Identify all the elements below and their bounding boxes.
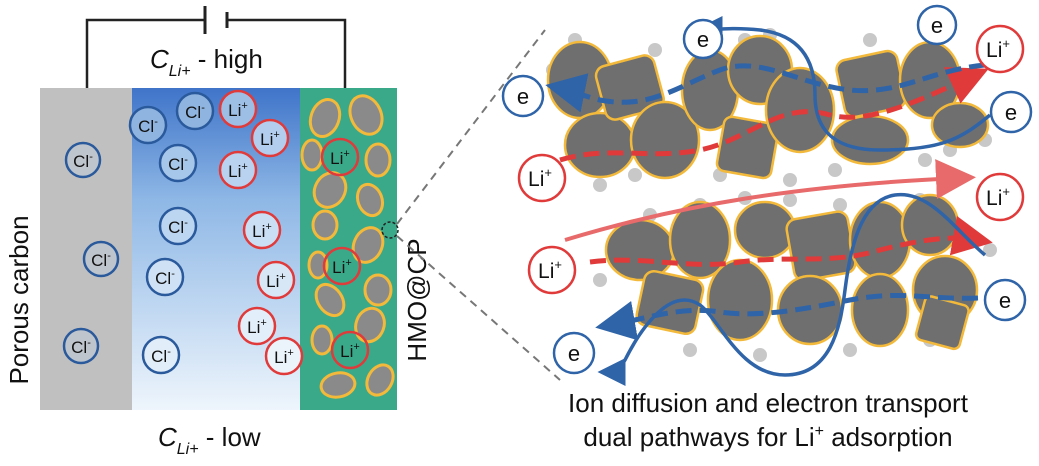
lithium-ion: Li+ xyxy=(322,246,362,286)
electron-label: e xyxy=(552,331,596,375)
lithium-ion: Li+ xyxy=(218,89,258,129)
external-circuit xyxy=(85,6,347,88)
electron-label: e xyxy=(983,278,1027,322)
electron-label: e xyxy=(501,74,545,118)
lithium-label: Li+ xyxy=(517,153,567,203)
svg-text:Cl-: Cl- xyxy=(168,217,188,237)
svg-text:Li+: Li+ xyxy=(260,129,280,149)
svg-text:Li+: Li+ xyxy=(340,341,360,361)
svg-text:Li+: Li+ xyxy=(528,165,552,191)
lithium-ion: Li+ xyxy=(250,118,290,158)
chloride-ion: Cl- xyxy=(141,335,181,375)
lithium-label: Li+ xyxy=(975,24,1025,74)
porous-carbon-label: Porous carbon xyxy=(4,215,34,384)
hmo-particles xyxy=(300,94,395,399)
chloride-ion: Cl- xyxy=(158,143,198,183)
svg-text:Cl-: Cl- xyxy=(73,151,93,171)
electron-label: e xyxy=(682,18,724,60)
svg-text:Li+: Li+ xyxy=(332,257,352,277)
lithium-ion: Li+ xyxy=(320,137,360,177)
svg-text:Cl-: Cl- xyxy=(168,154,188,174)
chloride-ion: Cl- xyxy=(145,257,185,297)
chloride-ion: Cl- xyxy=(175,91,215,131)
lithium-ion: Li+ xyxy=(330,330,370,370)
svg-text:e: e xyxy=(568,341,580,366)
svg-text:Cl-: Cl- xyxy=(185,102,205,122)
zoom-electron-labels: e e e e e e xyxy=(501,4,1033,375)
lithium-ions: Li+ Li+ Li+ Li+ Li+ Li+ Li+ Li+ Li+ Li+ xyxy=(218,89,370,376)
svg-text:Li+: Li+ xyxy=(986,36,1010,62)
chloride-ion: Cl- xyxy=(128,105,168,145)
lithium-ion: Li+ xyxy=(264,336,304,376)
lithium-ion: Li+ xyxy=(242,210,282,250)
svg-text:Li+: Li+ xyxy=(274,347,294,367)
svg-text:Cl-: Cl- xyxy=(138,116,158,136)
ion-diffusion-arrow xyxy=(564,159,976,242)
chloride-ion: Cl- xyxy=(82,240,120,278)
svg-text:Li+: Li+ xyxy=(228,161,248,181)
electron-label: e xyxy=(989,90,1033,134)
svg-text:e: e xyxy=(999,288,1011,313)
caption-line-2: dual pathways for Li+ adsorption xyxy=(583,422,952,452)
svg-text:Li+: Li+ xyxy=(538,257,562,283)
svg-text:Cl-: Cl- xyxy=(151,346,171,366)
zoom-region-marker xyxy=(381,221,399,239)
svg-text:Cl-: Cl- xyxy=(155,268,175,288)
svg-text:Li+: Li+ xyxy=(247,317,267,337)
chloride-ion: Cl- xyxy=(64,141,102,179)
svg-text:e: e xyxy=(517,84,529,109)
lithium-ion: Li+ xyxy=(218,150,258,190)
lithium-ion: Li+ xyxy=(256,260,296,300)
zoom-line-top xyxy=(396,29,546,225)
lithium-label: Li+ xyxy=(975,172,1025,222)
hmo-cp-label: HMO@CP xyxy=(402,238,432,361)
zoom-particle-cluster-bottom xyxy=(589,191,997,386)
svg-text:Cl-: Cl- xyxy=(71,337,91,357)
concentration-high-label: CLi+ - high xyxy=(150,44,263,80)
svg-text:Cl-: Cl- xyxy=(91,250,111,270)
svg-text:e: e xyxy=(1005,100,1017,125)
lithium-label: Li+ xyxy=(527,245,577,295)
svg-text:e: e xyxy=(697,27,709,52)
concentration-low-label: CLi+ - low xyxy=(158,422,261,458)
chloride-ion: Cl- xyxy=(158,206,198,246)
svg-text:Li+: Li+ xyxy=(266,271,286,291)
zoom-particle-cluster-top xyxy=(545,15,992,192)
svg-text:Li+: Li+ xyxy=(986,184,1010,210)
svg-text:Li+: Li+ xyxy=(252,221,272,241)
svg-text:Li+: Li+ xyxy=(330,148,350,168)
caption-line-1: Ion diffusion and electron transport xyxy=(568,388,969,418)
zoom-lithium-labels: Li+ Li+ Li+ Li+ xyxy=(517,24,1025,295)
svg-text:e: e xyxy=(931,13,943,38)
lithium-ion: Li+ xyxy=(237,306,277,346)
chloride-ion: Cl- xyxy=(62,327,100,365)
svg-text:Li+: Li+ xyxy=(228,100,248,120)
chloride-ions: Cl- Cl- Cl- Cl- Cl- Cl- Cl- Cl- Cl- xyxy=(62,91,215,375)
electron-label: e xyxy=(916,4,958,46)
